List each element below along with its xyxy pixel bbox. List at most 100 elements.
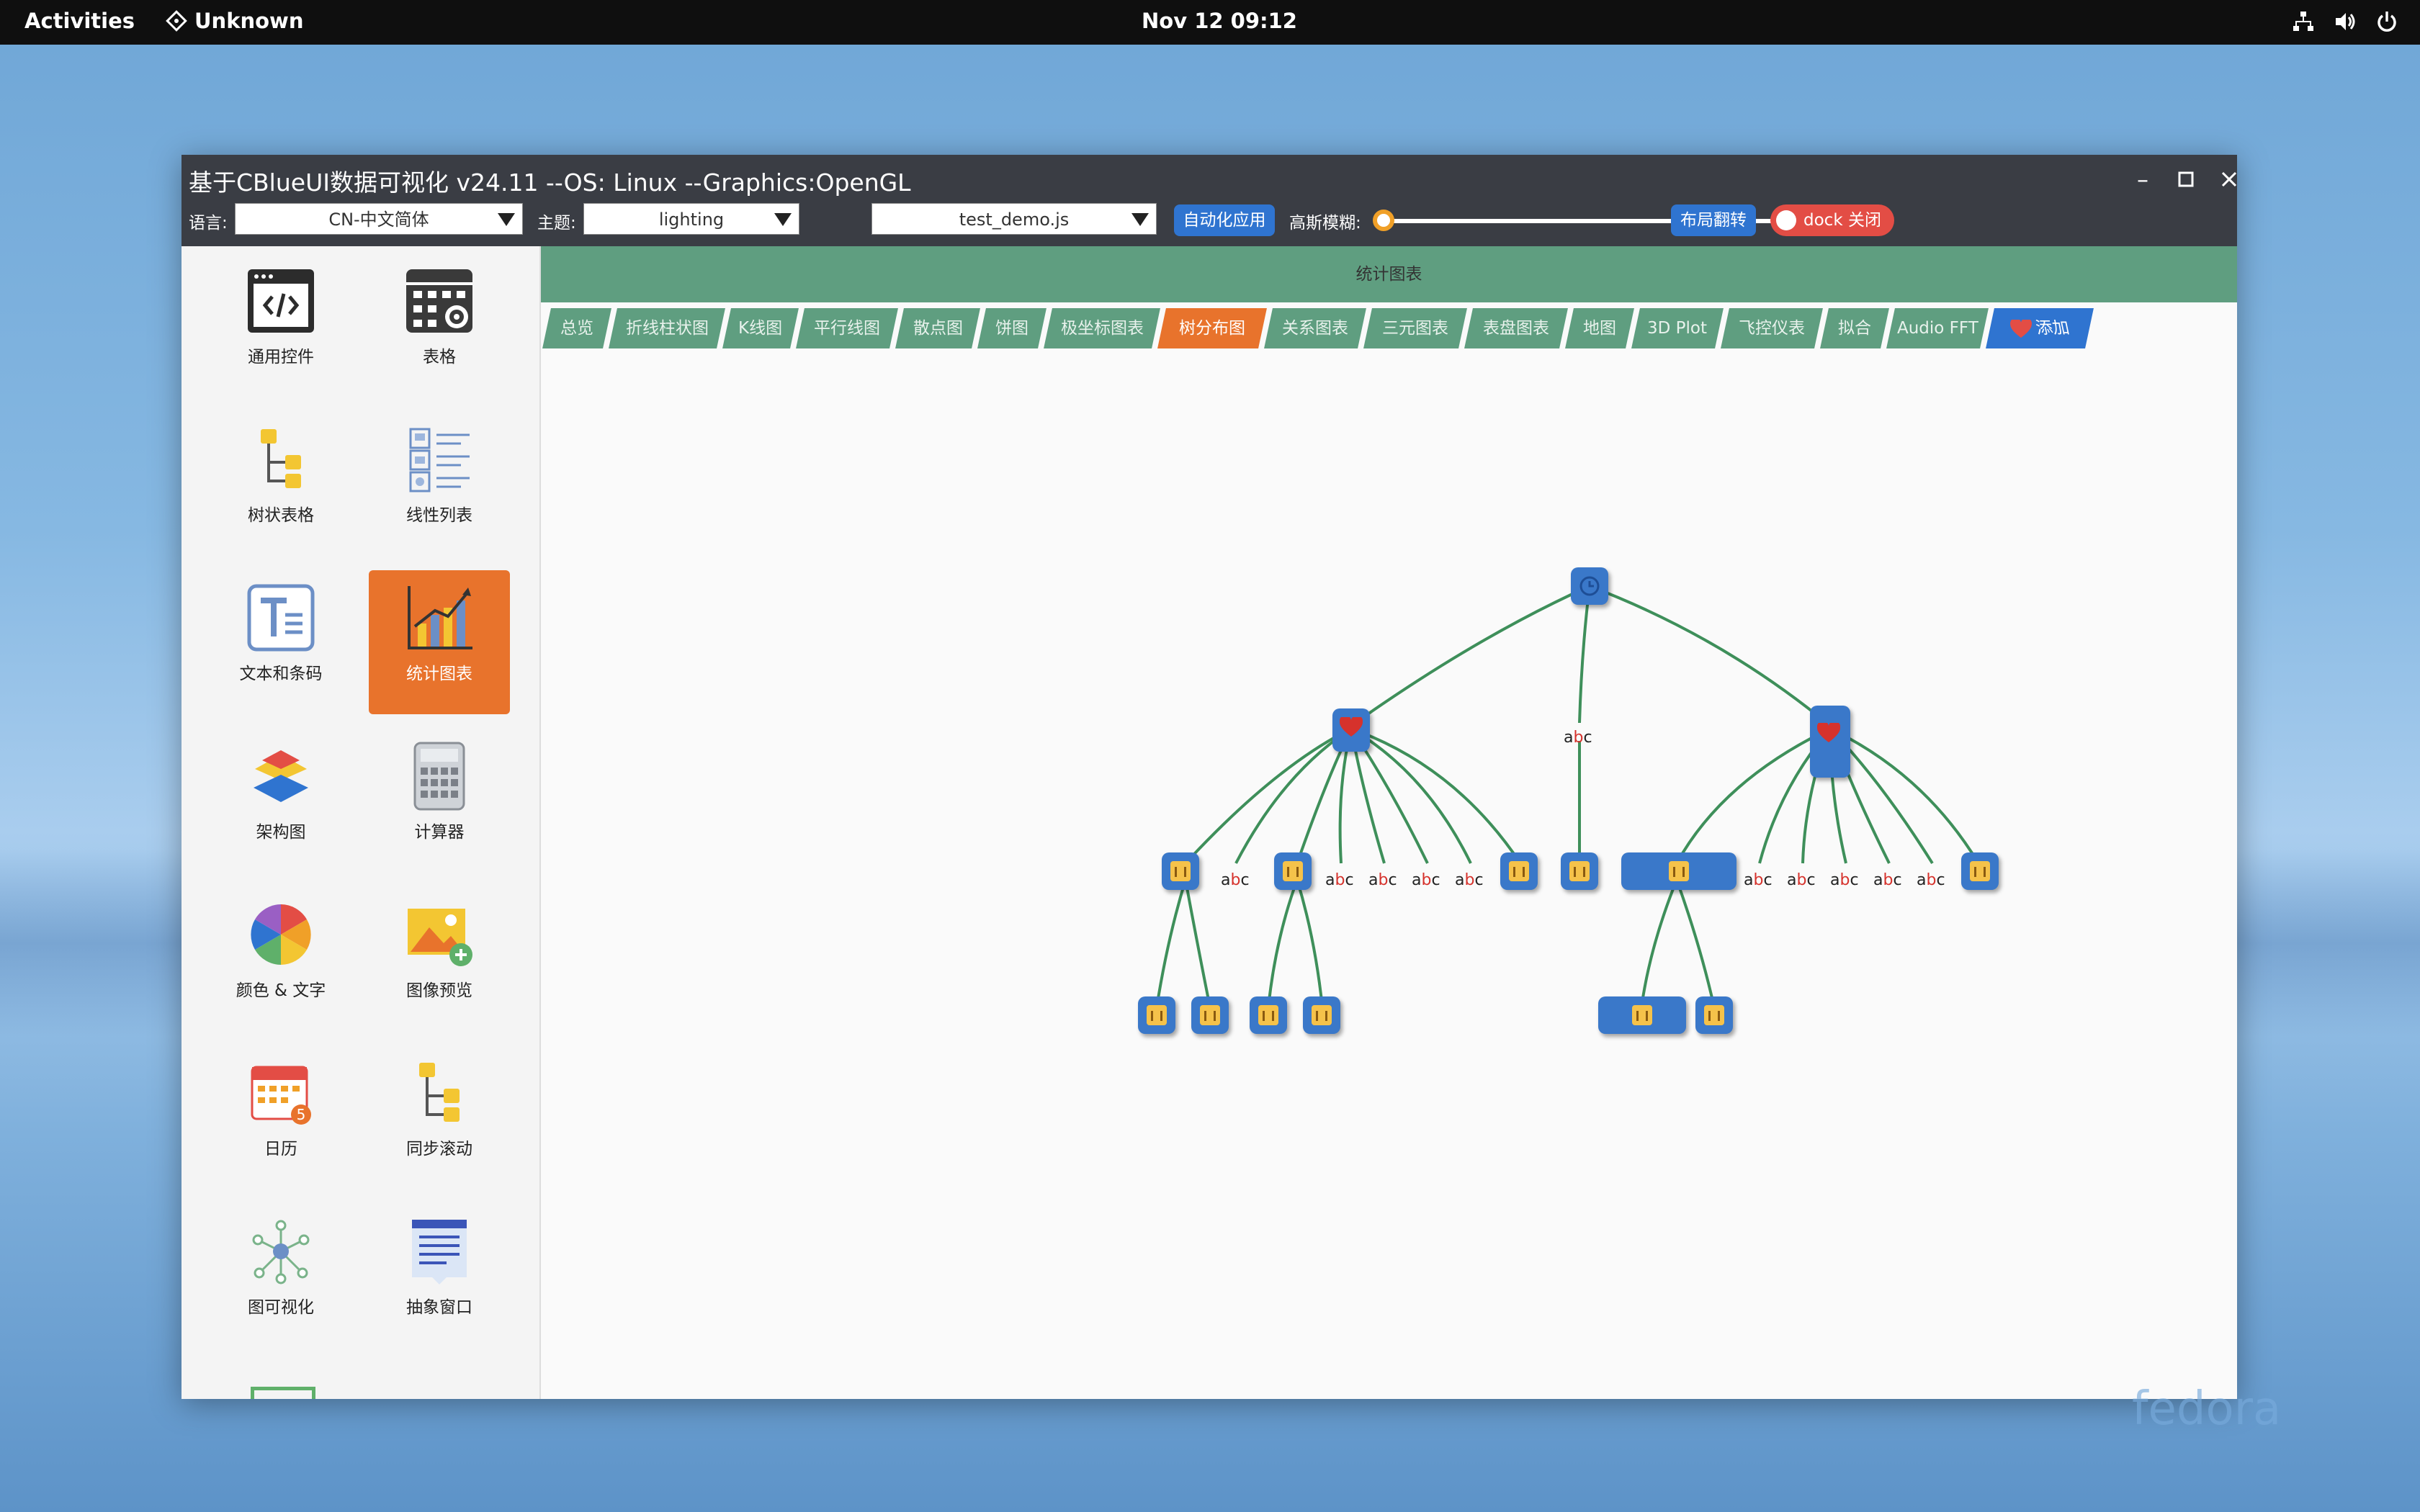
tree-node[interactable]	[1250, 996, 1287, 1034]
svg-text:5: 5	[297, 1106, 306, 1123]
code-window-icon	[248, 269, 314, 333]
layers-icon	[254, 750, 308, 802]
tree-node[interactable]	[1303, 996, 1340, 1034]
tab-pie[interactable]: 饼图	[977, 308, 1047, 348]
blur-slider-track[interactable]	[1380, 219, 1827, 223]
sidebar-item-label: 表格	[423, 348, 456, 366]
sidebar-item-calendar[interactable]: 5 日历	[210, 1045, 351, 1189]
script-value: test_demo.js	[959, 210, 1070, 230]
document-window-icon	[412, 1220, 467, 1284]
tree-node[interactable]	[1274, 852, 1312, 890]
calendar-icon: 5	[251, 1066, 311, 1125]
heart-icon	[1817, 723, 1840, 742]
auto-apply-button[interactable]: 自动化应用	[1174, 204, 1275, 236]
chart-icon	[408, 586, 472, 649]
tree-leaf-label: abc	[1873, 871, 1902, 889]
blur-label: 高斯模糊:	[1289, 214, 1361, 233]
tree-node[interactable]	[1138, 996, 1175, 1034]
tree-node[interactable]	[1500, 852, 1538, 890]
sidebar-item-tree-table[interactable]: 树状表格	[210, 412, 351, 556]
sidebar-item-image-preview[interactable]: 图像预览	[369, 887, 510, 1031]
system-tray[interactable]	[2292, 10, 2398, 33]
close-icon	[2221, 171, 2237, 187]
toggle-knob	[1776, 210, 1796, 230]
sidebar-item-statistics-chart[interactable]: 统计图表	[369, 570, 510, 714]
tree-node[interactable]	[1598, 996, 1686, 1034]
theme-value: lighting	[658, 210, 725, 230]
network-icon	[2293, 12, 2313, 31]
sidebar-item-color-text[interactable]: 颜色 & 文字	[210, 887, 351, 1031]
bar-chart-icon	[1147, 1005, 1167, 1025]
sidebar-item-abstract-window[interactable]: 抽象窗口	[369, 1204, 510, 1348]
tab-flight-instruments[interactable]: 飞控仪表	[1721, 308, 1823, 348]
language-value: CN-中文简体	[328, 210, 429, 230]
tab-kline[interactable]: K线图	[722, 308, 799, 348]
blur-slider-handle[interactable]	[1373, 210, 1394, 231]
linear-list-icon	[409, 428, 470, 492]
sidebar-item-graph-visualization[interactable]: 图可视化	[210, 1204, 351, 1348]
tree-node[interactable]	[1961, 852, 1999, 890]
tree-node[interactable]	[1810, 706, 1850, 778]
maximize-icon	[2178, 171, 2194, 187]
page-title: 统计图表	[541, 246, 2237, 302]
tree-node[interactable]	[1162, 852, 1199, 890]
volume-icon	[2336, 13, 2355, 30]
tab-ternary[interactable]: 三元图表	[1363, 308, 1467, 348]
tab-relation[interactable]: 关系图表	[1264, 308, 1366, 348]
sidebar-item-linear-list[interactable]: 线性列表	[369, 412, 510, 556]
language-select[interactable]: CN-中文简体	[235, 203, 523, 235]
sidebar: 通用控件 表格 树状表格	[182, 246, 541, 1399]
tab-map[interactable]: 地图	[1565, 308, 1634, 348]
tab-fitting[interactable]: 拟合	[1820, 308, 1889, 348]
tab-overview[interactable]: 总览	[542, 308, 611, 348]
script-select[interactable]: test_demo.js	[871, 203, 1157, 235]
language-label: 语言:	[189, 214, 228, 233]
sidebar-item-widgets[interactable]: 通用控件	[210, 253, 351, 397]
dock-toggle[interactable]: dock 关闭	[1770, 204, 1894, 236]
tree-root-node[interactable]	[1571, 567, 1608, 605]
clock[interactable]: Nov 12 09:12	[1142, 9, 1297, 33]
tree-node[interactable]	[1191, 996, 1229, 1034]
tree-leaf-label: abc	[1917, 871, 1945, 889]
sidebar-item-label: 树状表格	[248, 506, 314, 525]
tab-3d-plot[interactable]: 3D Plot	[1631, 308, 1724, 348]
minimize-button[interactable]: –	[2137, 166, 2148, 193]
tab-scatter[interactable]: 散点图	[895, 308, 980, 348]
sidebar-item-label: 计算器	[414, 823, 465, 842]
app-diamond-icon	[166, 10, 187, 32]
sidebar-item-label: 同步滚动	[406, 1140, 472, 1158]
maximize-button[interactable]	[2172, 165, 2200, 194]
tab-tree[interactable]: 树分布图	[1157, 308, 1267, 348]
theme-label: 主题:	[537, 214, 576, 233]
sidebar-item-text-barcode[interactable]: 文本和条码	[210, 570, 351, 714]
tree-node[interactable]	[1332, 708, 1370, 752]
tab-audio-fft[interactable]: Audio FFT	[1886, 308, 1989, 348]
activities-button[interactable]: Activities	[24, 9, 135, 33]
window-title: 基于CBlueUI数据可视化 v24.11 --OS: Linux --Grap…	[189, 168, 911, 197]
tab-gauge[interactable]: 表盘图表	[1464, 308, 1568, 348]
tree-node[interactable]	[1695, 996, 1733, 1034]
sidebar-item-table[interactable]: 表格	[369, 253, 510, 397]
tab-line-bar[interactable]: 折线柱状图	[609, 308, 725, 348]
close-button[interactable]	[2215, 165, 2244, 194]
bar-chart-icon	[1200, 1005, 1220, 1025]
theme-select[interactable]: lighting	[583, 203, 799, 235]
sidebar-partial-icon	[251, 1387, 315, 1399]
sync-scroll-icon	[419, 1063, 460, 1122]
sidebar-item-sync-scroll[interactable]: 同步滚动	[369, 1045, 510, 1189]
sidebar-item-calculator[interactable]: 计算器	[369, 729, 510, 873]
sidebar-item-label: 颜色 & 文字	[236, 981, 326, 1000]
flip-layout-button[interactable]: 布局翻转	[1671, 204, 1756, 236]
sidebar-item-architecture[interactable]: 架构图	[210, 729, 351, 873]
tab-parallel[interactable]: 平行线图	[796, 308, 898, 348]
tree-node[interactable]	[1621, 852, 1736, 890]
bar-chart-icon	[1569, 861, 1590, 881]
tab-add[interactable]: 添加	[1986, 308, 2094, 348]
chevron-down-icon	[774, 213, 792, 226]
tab-polar[interactable]: 极坐标图表	[1044, 308, 1160, 348]
heart-icon	[2010, 318, 2032, 338]
tree-leaf-label: abc	[1368, 871, 1397, 889]
tree-node[interactable]	[1561, 852, 1598, 890]
app-menu[interactable]: Unknown	[166, 9, 304, 33]
app-window: 基于CBlueUI数据可视化 v24.11 --OS: Linux --Grap…	[182, 155, 2237, 1399]
